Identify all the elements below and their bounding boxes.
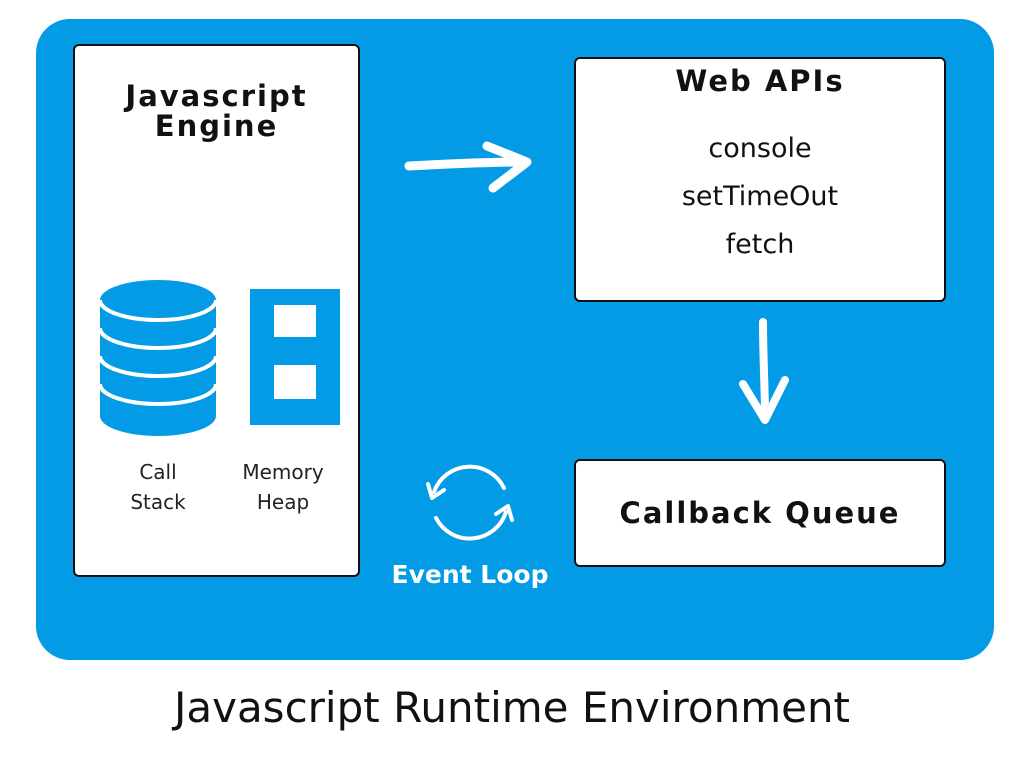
callback-queue-title: Callback Queue (619, 496, 901, 530)
down-arrow-icon (739, 318, 789, 424)
right-arrow-icon (404, 141, 532, 193)
callback-queue-box: Callback Queue (574, 459, 946, 567)
refresh-cycle-icon (426, 464, 514, 541)
memory-heap-label-line2: Heap (256, 490, 310, 514)
memory-heap-label-line1: Memory (242, 460, 324, 484)
call-stack-icon (98, 280, 218, 436)
web-api-item-settimeout: setTimeOut (681, 181, 839, 212)
call-stack-label-line1: Call (139, 460, 177, 484)
engine-title-line1: Javascript (125, 79, 308, 113)
call-stack-label: Call Stack (113, 457, 203, 517)
web-apis-title: Web APIs (675, 64, 845, 98)
diagram-title: Javascript Runtime Environment (173, 683, 851, 732)
event-loop-label: Event Loop (391, 560, 549, 589)
engine-title: Javascript Engine (75, 66, 358, 156)
call-stack-label-line2: Stack (130, 490, 186, 514)
javascript-engine-box: Javascript Engine Call Stack Memory Heap (73, 44, 360, 577)
engine-title-line2: Engine (154, 109, 279, 143)
web-api-item-console: console (708, 133, 812, 164)
web-apis-box: Web APIs console setTimeOut fetch (574, 57, 946, 302)
web-api-item-fetch: fetch (725, 229, 795, 260)
memory-heap-icon (250, 289, 340, 425)
memory-heap-label: Memory Heap (228, 457, 338, 517)
